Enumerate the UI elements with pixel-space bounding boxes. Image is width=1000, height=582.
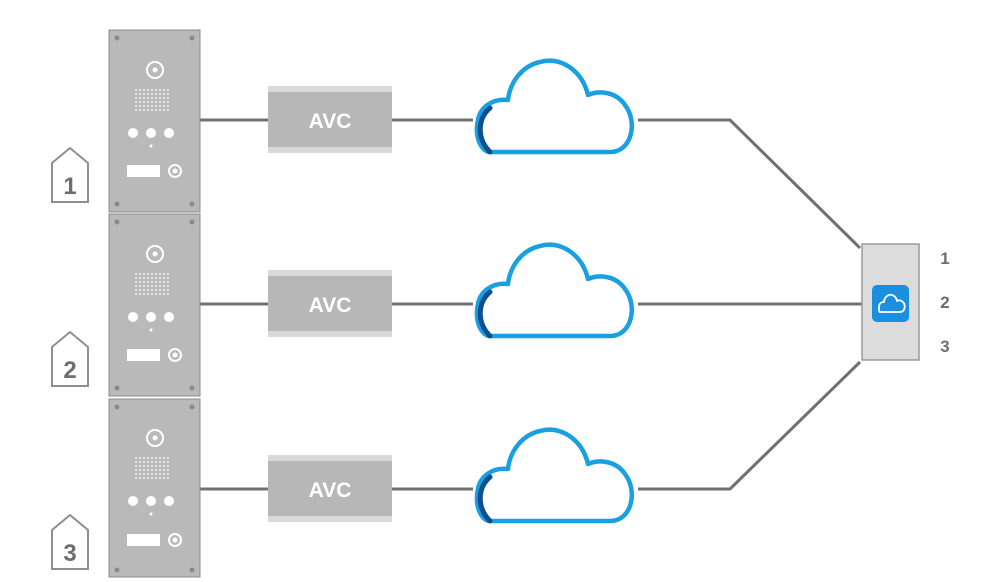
house-number-badge: 3 xyxy=(51,513,89,570)
speaker-grille-icon xyxy=(135,89,169,111)
avc-label: AVC xyxy=(309,479,352,502)
camera-icon xyxy=(146,245,164,263)
connection-lines xyxy=(200,118,862,491)
intercom-panel xyxy=(108,29,201,213)
call-buttons-icon xyxy=(128,496,174,516)
cloud-icon xyxy=(474,58,635,155)
station-3: 3 xyxy=(51,398,635,578)
screw-icon xyxy=(114,567,120,573)
house-icon xyxy=(51,513,89,570)
avc-box: AVC xyxy=(268,270,392,337)
name-plate-icon xyxy=(127,533,182,547)
house-number-badge: 1 xyxy=(51,146,89,203)
name-plate-icon xyxy=(127,164,182,178)
station-number: 1 xyxy=(63,173,76,200)
connection-line-3 xyxy=(638,360,862,491)
screw-icon xyxy=(114,201,120,207)
intercom-panel xyxy=(108,213,201,397)
screw-icon xyxy=(114,35,120,41)
speaker-grille-icon xyxy=(135,457,169,479)
intercom-panel xyxy=(108,398,201,578)
channel-label: 3 xyxy=(940,337,949,356)
connection-line-1 xyxy=(638,118,862,250)
screw-icon xyxy=(189,404,195,410)
screw-icon xyxy=(114,404,120,410)
station-number: 3 xyxy=(63,540,76,567)
cloud-icon xyxy=(872,285,909,322)
avc-box: AVC xyxy=(268,455,392,522)
camera-icon xyxy=(146,429,164,447)
screw-icon xyxy=(189,385,195,391)
channel-labels: 1 2 3 xyxy=(940,249,949,356)
screw-icon xyxy=(189,35,195,41)
cloud-icon xyxy=(474,242,635,339)
avc-label: AVC xyxy=(309,294,352,317)
station-number: 2 xyxy=(63,357,76,384)
channel-label: 1 xyxy=(940,249,949,268)
cloud-icon xyxy=(474,427,635,524)
house-number-badge: 2 xyxy=(51,330,89,387)
screw-icon xyxy=(114,219,120,225)
avc-label: AVC xyxy=(309,110,352,133)
call-buttons-icon xyxy=(128,128,174,148)
house-icon xyxy=(51,146,89,203)
camera-icon xyxy=(146,61,164,79)
station-2: 2 xyxy=(51,213,635,397)
house-icon xyxy=(51,330,89,387)
screw-icon xyxy=(189,219,195,225)
screw-icon xyxy=(189,567,195,573)
avc-box: AVC xyxy=(268,86,392,153)
station-1: 1 xyxy=(51,29,635,213)
call-buttons-icon xyxy=(128,312,174,332)
name-plate-icon xyxy=(127,348,182,362)
speaker-grille-icon xyxy=(135,273,169,295)
receiver-unit: 1 2 3 xyxy=(861,243,950,361)
screw-icon xyxy=(114,385,120,391)
screw-icon xyxy=(189,201,195,207)
channel-label: 2 xyxy=(940,293,949,312)
